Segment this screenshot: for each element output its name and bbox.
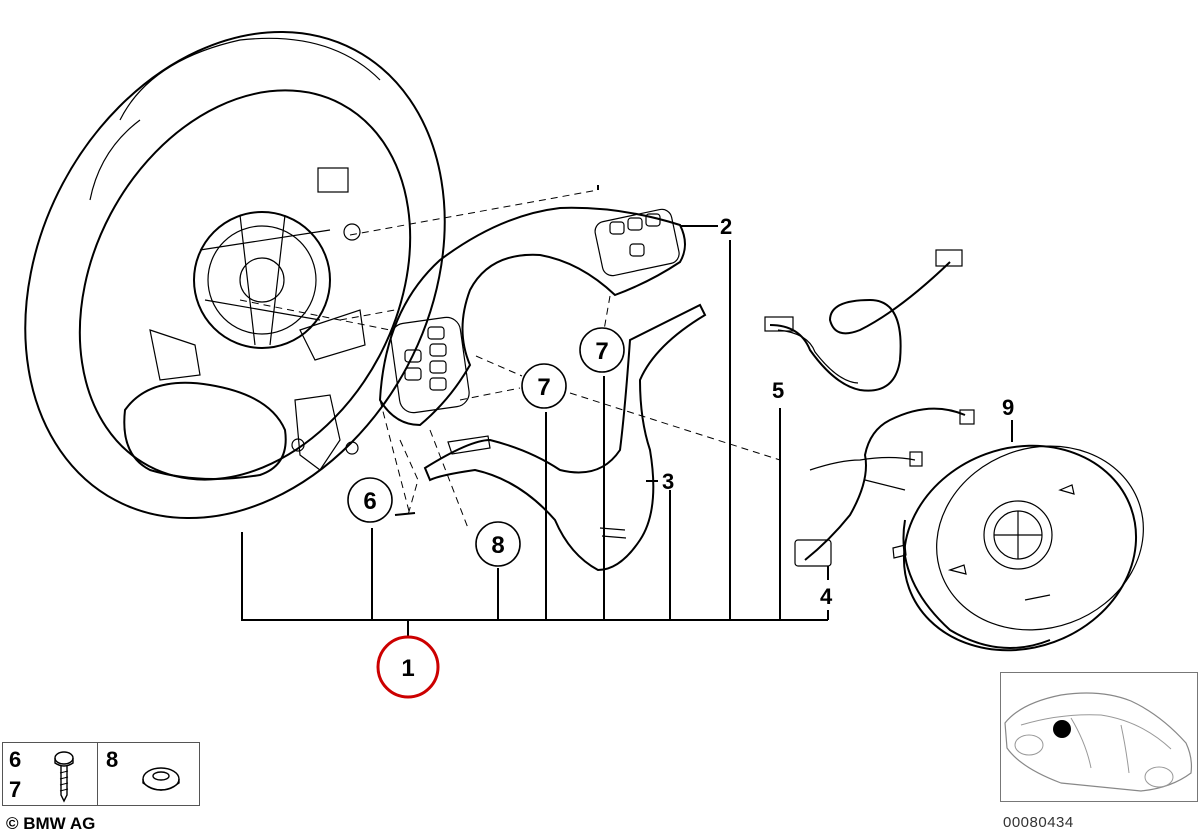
- callout-1-highlighted: 1: [376, 635, 440, 699]
- callout-5: 5: [772, 378, 784, 403]
- svg-text:9: 9: [1002, 395, 1014, 420]
- svg-text:2: 2: [720, 214, 732, 239]
- legend-nut-cell: 8: [98, 743, 198, 805]
- copyright-text: © BMW AG: [6, 814, 96, 833]
- svg-text:6: 6: [363, 488, 376, 515]
- svg-text:7: 7: [537, 374, 550, 401]
- svg-text:4: 4: [820, 584, 833, 609]
- screw-icon: [54, 751, 74, 803]
- lower-trim: [423, 303, 707, 572]
- legend-label-8: 8: [106, 747, 119, 772]
- nut-icon: [142, 767, 180, 791]
- car-outline-icon: [1004, 692, 1193, 792]
- wiring-harness: [764, 249, 975, 567]
- callout-2: 2: [720, 214, 732, 239]
- callout-9: 9: [1002, 395, 1014, 420]
- callout-7-upper: 7: [579, 327, 625, 373]
- callout-6: 6: [347, 477, 393, 523]
- vehicle-locator-inset: [1000, 672, 1198, 802]
- steering-wheel: [24, 30, 446, 520]
- legend-label-6: 6: [9, 747, 22, 772]
- location-marker: [1053, 720, 1071, 738]
- svg-text:1: 1: [401, 655, 414, 682]
- bracket-lines: [241, 185, 1013, 636]
- callout-4: 4: [820, 584, 833, 609]
- trim-cover: [378, 206, 686, 427]
- callout-7-lower: 7: [521, 363, 567, 409]
- legend-screw-cell: 6 7: [3, 743, 98, 805]
- airbag-module: [892, 444, 1144, 652]
- document-number: 00080434: [1003, 814, 1074, 831]
- svg-text:7: 7: [595, 338, 608, 365]
- svg-text:5: 5: [772, 378, 784, 403]
- callout-3: 3: [662, 469, 674, 494]
- callout-8: 8: [475, 521, 521, 567]
- svg-text:3: 3: [662, 469, 674, 494]
- svg-text:8: 8: [491, 532, 504, 559]
- hardware-legend: 6 7 8: [2, 742, 200, 806]
- legend-label-7: 7: [9, 777, 22, 802]
- leader-lines: [239, 189, 781, 529]
